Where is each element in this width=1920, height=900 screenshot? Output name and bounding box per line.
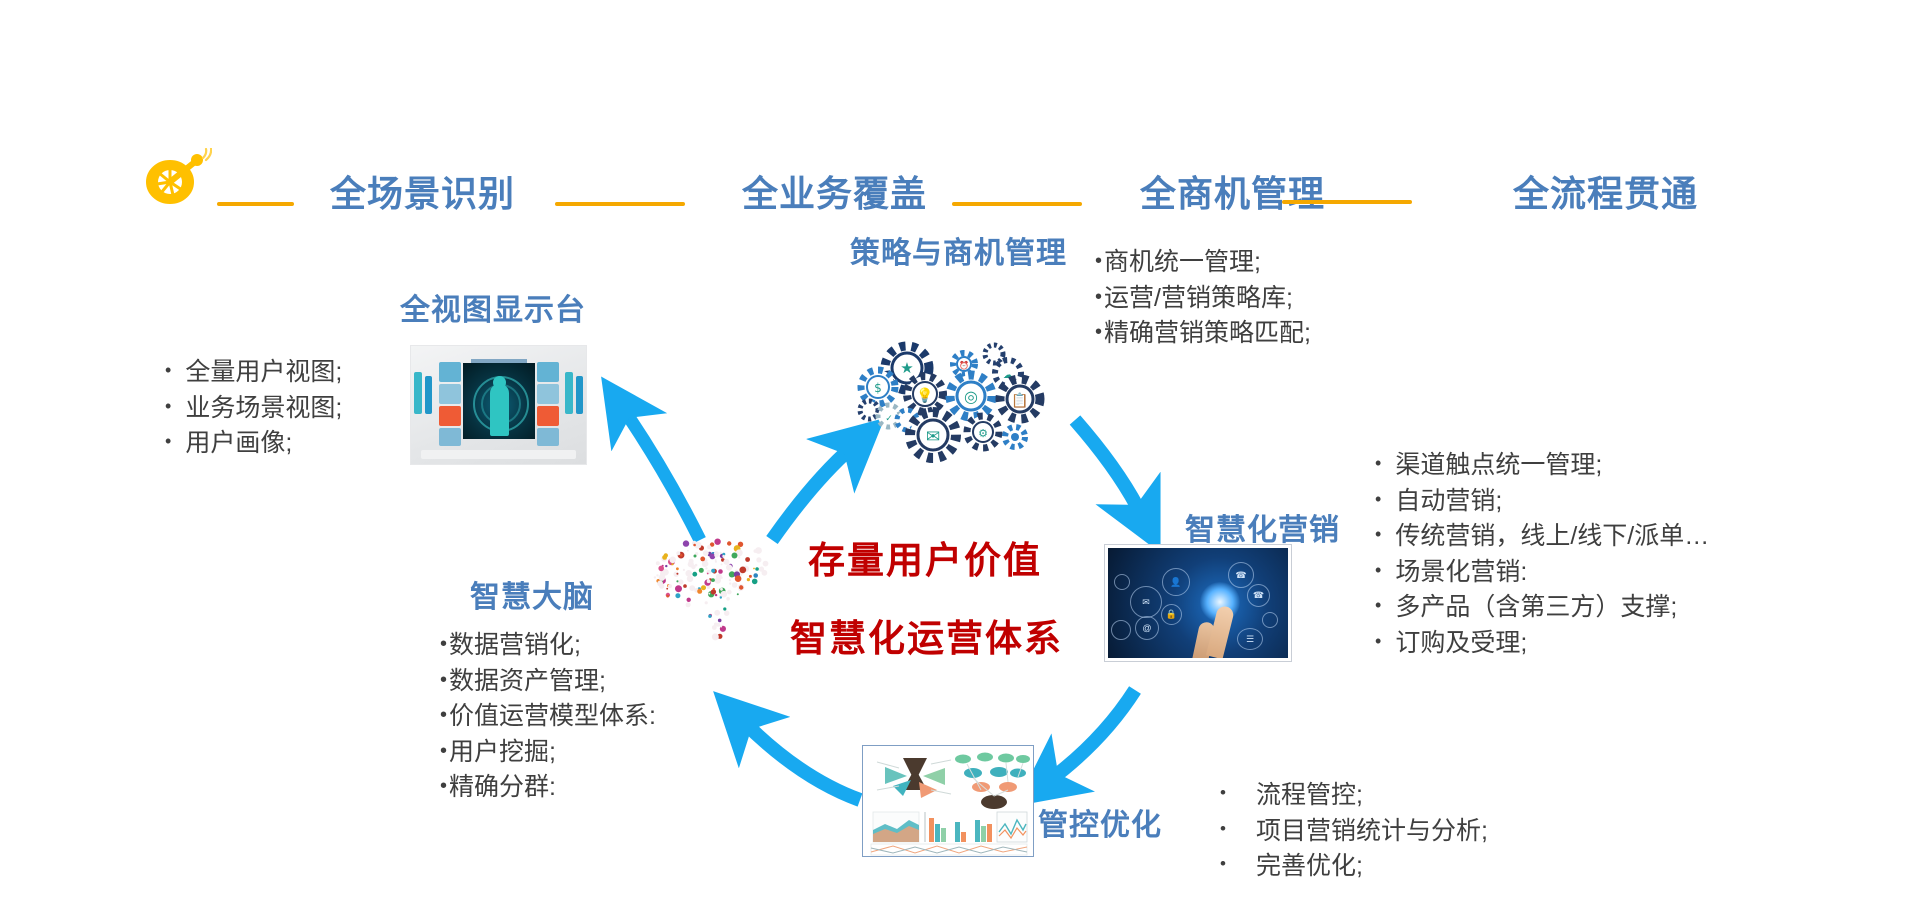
node-icon: ✉ <box>1130 586 1162 618</box>
list-item: 传统营销，线上/线下/派单… <box>1375 519 1709 555</box>
arrow-marketing-to-optimize <box>1015 686 1141 807</box>
list-item: 自动营销; <box>1375 484 1709 520</box>
bullets-strategy: 商机统一管理; 运营/营销策略库; 精确营销策略匹配; <box>1095 245 1311 352</box>
header-item-1[interactable]: 全业务覆盖 <box>742 173 928 214</box>
arrow-optimize-to-brain <box>713 691 863 807</box>
brain-network-image <box>645 525 790 650</box>
list-item: 精确营销策略匹配; <box>1095 316 1311 352</box>
list-item: 多产品（含第三方）支撑; <box>1375 590 1709 626</box>
node-icon: ☎ <box>1228 562 1254 588</box>
node-icon: 🔒 <box>1161 604 1182 625</box>
svg-text:☁: ☁ <box>1003 370 1013 381</box>
node-icon: @ <box>1135 616 1159 640</box>
center-headline: 存量用户价值 智慧化运营体系 <box>790 530 1063 662</box>
section-title-smart-marketing: 智慧化营销 <box>1185 514 1340 547</box>
node-icon: ☎ <box>1247 584 1270 607</box>
list-item: 用户画像; <box>165 426 342 462</box>
list-item: 全量用户视图; <box>165 355 342 391</box>
svg-text:⚙: ⚙ <box>978 427 988 440</box>
user-view-dashboard-image <box>410 345 587 465</box>
touch-network-image: 👤 ✉ @ 🔒 ☎ ☎ ☰ <box>1105 545 1291 661</box>
node-icon <box>1114 574 1130 590</box>
header-item-2[interactable]: 全商机管理 <box>1140 173 1326 214</box>
list-item: 完善优化; <box>1220 849 1488 885</box>
header-rule-4 <box>1282 200 1412 204</box>
node-icon <box>1111 620 1131 640</box>
list-item: 商机统一管理; <box>1095 245 1311 281</box>
list-item: 价值运营模型体系: <box>440 699 656 735</box>
svg-text:✉: ✉ <box>926 427 940 447</box>
node-icon <box>1262 612 1278 628</box>
list-item: 流程管控; <box>1220 778 1488 814</box>
section-title-strategy: 策略与商机管理 <box>850 237 1067 270</box>
list-item: 场景化营销: <box>1375 555 1709 591</box>
header-rule-2 <box>555 202 685 206</box>
list-item: 运营/营销策略库; <box>1095 281 1311 317</box>
header-item-0[interactable]: 全场景识别 <box>330 173 516 214</box>
center-headline-line-1: 存量用户价值 <box>808 540 1042 581</box>
list-item: 数据资产管理; <box>440 664 656 700</box>
arrow-brain-to-viewdesk <box>601 376 706 543</box>
bullets-smart-brain: 数据营销化; 数据资产管理; 价值运营模型体系: 用户挖掘; 精确分群: <box>440 628 656 806</box>
satellite-dish-icon <box>140 146 213 210</box>
bullets-smart-marketing: 渠道触点统一管理; 自动营销; 传统营销，线上/线下/派单… 场景化营销: 多产… <box>1375 448 1709 661</box>
svg-text:$: $ <box>874 381 882 395</box>
svg-text:💡: 💡 <box>916 387 933 404</box>
bullets-control-optimize: 流程管控; 项目营销统计与分析; 完善优化; <box>1220 778 1488 885</box>
svg-text:★: ★ <box>900 359 913 377</box>
svg-text:⏰: ⏰ <box>959 360 969 370</box>
list-item: 项目营销统计与分析; <box>1220 814 1488 850</box>
header-rule-3 <box>952 202 1082 206</box>
header-item-3[interactable]: 全流程贯通 <box>1513 173 1699 214</box>
bullets-view-desk: 全量用户视图; 业务场景视图; 用户画像; <box>165 355 342 462</box>
svg-text:✓: ✓ <box>885 414 893 424</box>
header-rule-1 <box>217 202 294 206</box>
list-item: 用户挖掘; <box>440 735 656 771</box>
svg-text:📋: 📋 <box>1011 392 1028 409</box>
list-item: 业务场景视图; <box>165 391 342 427</box>
gears-cluster-image: ★ ⏰ ☁ $ <box>845 340 1055 470</box>
list-item: 渠道触点统一管理; <box>1375 448 1709 484</box>
node-icon: ☰ <box>1237 628 1263 650</box>
section-title-control-optimize: 管控优化 <box>1038 809 1162 842</box>
list-item: 数据营销化; <box>440 628 656 664</box>
section-title-view-desk: 全视图显示台 <box>400 294 586 327</box>
list-item: 订购及受理; <box>1375 626 1709 662</box>
analytics-dashboard-image <box>862 745 1034 857</box>
svg-text:◎: ◎ <box>964 387 978 406</box>
section-title-smart-brain: 智慧大脑 <box>470 581 594 614</box>
center-headline-line-2: 智慧化运营体系 <box>790 618 1063 659</box>
header-band: 全场景识别 全业务覆盖 全商机管理 全流程贯通 <box>0 60 1920 214</box>
node-icon: 👤 <box>1162 568 1190 596</box>
arrow-strategy-to-marketing <box>1069 415 1161 554</box>
list-item: 精确分群: <box>440 770 656 806</box>
